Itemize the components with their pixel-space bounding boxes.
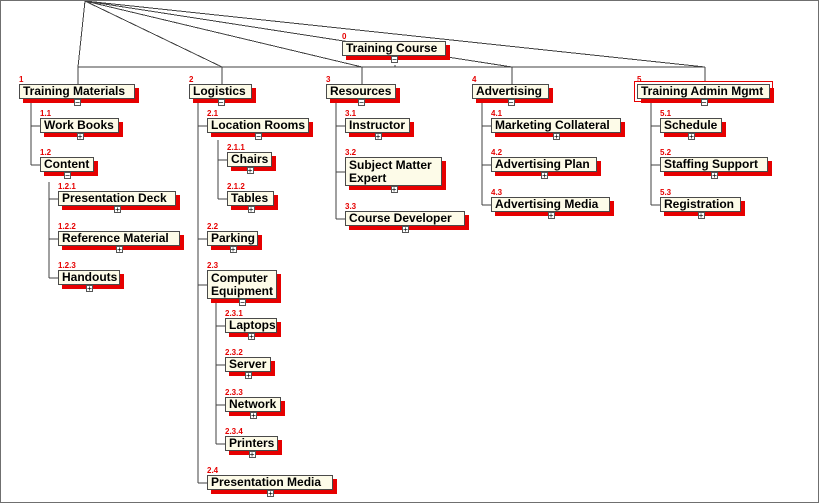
wbs-number: 5 <box>637 75 642 84</box>
wbs-number: 4.3 <box>491 188 503 197</box>
wbs-number: 2.3.2 <box>225 348 243 357</box>
node-instructor[interactable]: Instructor <box>345 118 410 133</box>
expand-toggle[interactable]: + <box>697 211 705 220</box>
expand-toggle[interactable]: + <box>247 205 255 214</box>
node-printers[interactable]: Printers <box>225 436 278 451</box>
wbs-number: 5.3 <box>660 188 672 197</box>
wbs-number: 2.1 <box>207 109 219 118</box>
wbs-number: 1.2.1 <box>58 182 76 191</box>
connector-line <box>84 1 706 68</box>
wbs-number: 2.3.3 <box>225 388 243 397</box>
expand-toggle[interactable]: + <box>711 171 718 180</box>
wbs-number: 3.1 <box>345 109 357 118</box>
wbs-number: 3.2 <box>345 148 357 157</box>
collapse-toggle[interactable]: − <box>507 98 515 107</box>
collapse-toggle[interactable]: − <box>64 171 71 180</box>
wbs-number: 2.3.1 <box>225 309 243 318</box>
expand-toggle[interactable]: + <box>248 332 255 341</box>
node-work-books[interactable]: Work Books <box>40 118 119 133</box>
node-marketing-collateral[interactable]: Marketing Collateral <box>491 118 621 133</box>
collapse-toggle[interactable]: − <box>239 298 246 307</box>
node-staffing-support[interactable]: Staffing Support <box>660 157 768 172</box>
collapse-toggle[interactable]: − <box>217 98 225 107</box>
expand-toggle[interactable]: + <box>114 205 121 214</box>
node-training-course[interactable]: Training Course <box>342 41 446 56</box>
wbs-number: 1 <box>19 75 24 84</box>
wbs-number: 0 <box>342 32 347 41</box>
wbs-number: 4 <box>472 75 477 84</box>
expand-toggle[interactable]: + <box>547 211 555 220</box>
node-resources[interactable]: Resources <box>326 84 396 99</box>
node-server[interactable]: Server <box>225 357 271 372</box>
wbs-number: 1.2.2 <box>58 222 76 231</box>
node-tables[interactable]: Tables <box>227 191 274 206</box>
wbs-number: 5.2 <box>660 148 672 157</box>
node-advertising-media[interactable]: Advertising Media <box>491 197 610 212</box>
wbs-number: 2 <box>189 75 194 84</box>
expand-toggle[interactable]: + <box>86 284 93 293</box>
wbs-number: 1.2.3 <box>58 261 76 270</box>
node-registration[interactable]: Registration <box>660 197 741 212</box>
expand-toggle[interactable]: + <box>248 450 256 459</box>
collapse-toggle[interactable]: − <box>700 98 708 107</box>
wbs-number: 2.3.4 <box>225 427 243 436</box>
wbs-number: 2.4 <box>207 466 219 475</box>
wbs-number: 5.1 <box>660 109 672 118</box>
wbs-number: 4.1 <box>491 109 503 118</box>
wbs-number: 4.2 <box>491 148 503 157</box>
expand-toggle[interactable]: + <box>374 132 382 141</box>
node-training-materials[interactable]: Training Materials <box>19 84 135 99</box>
collapse-toggle[interactable]: − <box>255 132 262 141</box>
expand-toggle[interactable]: + <box>250 411 257 420</box>
expand-toggle[interactable]: + <box>553 132 560 141</box>
node-computer-equipment[interactable]: Computer Equipment <box>207 270 277 299</box>
node-subject-matter-expert[interactable]: Subject Matter Expert <box>345 157 442 186</box>
wbs-number: 2.1.2 <box>227 182 245 191</box>
node-logistics[interactable]: Logistics <box>189 84 252 99</box>
wbs-number: 1.2 <box>40 148 52 157</box>
wbs-number: 3.3 <box>345 202 357 211</box>
expand-toggle[interactable]: + <box>390 185 398 194</box>
expand-toggle[interactable]: + <box>245 371 252 380</box>
connector-line <box>84 1 513 68</box>
node-content[interactable]: Content <box>40 157 94 172</box>
node-advertising[interactable]: Advertising <box>472 84 549 99</box>
expand-toggle[interactable]: + <box>402 225 409 234</box>
collapse-toggle[interactable]: − <box>391 55 398 64</box>
expand-toggle[interactable]: + <box>116 245 123 254</box>
node-course-developer[interactable]: Course Developer <box>345 211 465 226</box>
wbs-number: 2.3 <box>207 261 219 270</box>
wbs-number: 2.2 <box>207 222 219 231</box>
wbs-number: 1.1 <box>40 109 52 118</box>
node-laptops[interactable]: Laptops <box>225 318 277 333</box>
connector-line <box>84 1 223 68</box>
node-parking[interactable]: Parking <box>207 231 258 246</box>
wbs-number: 2.1.1 <box>227 143 245 152</box>
wbs-number: 3 <box>326 75 331 84</box>
node-network[interactable]: Network <box>225 397 281 412</box>
node-handouts[interactable]: Handouts <box>58 270 120 285</box>
collapse-toggle[interactable]: − <box>358 98 365 107</box>
collapse-toggle[interactable]: − <box>74 98 81 107</box>
expand-toggle[interactable]: + <box>229 245 237 254</box>
expand-toggle[interactable]: + <box>541 171 548 180</box>
node-presentation-deck[interactable]: Presentation Deck <box>58 191 176 206</box>
node-location-rooms[interactable]: Location Rooms <box>207 118 309 133</box>
expand-toggle[interactable]: + <box>246 166 254 175</box>
node-chairs[interactable]: Chairs <box>227 152 272 167</box>
expand-toggle[interactable]: + <box>267 489 274 498</box>
connector-line <box>77 1 86 68</box>
node-training-admin-mgmt[interactable]: Training Admin Mgmt <box>637 84 770 99</box>
expand-toggle[interactable]: + <box>688 132 695 141</box>
node-presentation-media[interactable]: Presentation Media <box>207 475 333 490</box>
node-advertising-plan[interactable]: Advertising Plan <box>491 157 597 172</box>
expand-toggle[interactable]: + <box>76 132 84 141</box>
node-schedule[interactable]: Schedule <box>660 118 722 133</box>
node-reference-material[interactable]: Reference Material <box>58 231 180 246</box>
connector-line <box>84 1 363 68</box>
